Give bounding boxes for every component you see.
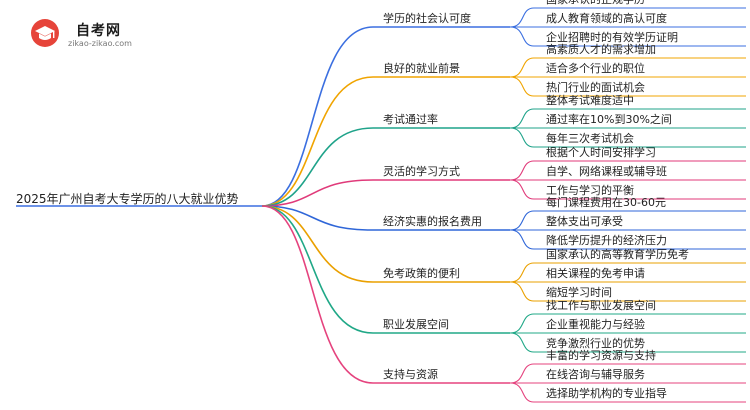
- branch-connector: [261, 205, 510, 231]
- leaf-label: 每门课程费用在30-60元: [546, 196, 666, 209]
- leaf-label: 整体考试难度适中: [546, 94, 634, 107]
- branch-label: 考试通过率: [383, 113, 438, 126]
- leaf-connector: [509, 108, 746, 129]
- leaf-label: 选择助学机构的专业指导: [546, 387, 667, 400]
- leaf-label: 热门行业的面试机会: [546, 81, 645, 94]
- leaf-connector: [509, 57, 746, 78]
- leaf-connector: [509, 229, 746, 250]
- branch-label: 支持与资源: [383, 368, 438, 381]
- leaf-label: 适合多个行业的职位: [546, 62, 645, 75]
- leaf-connector: [509, 332, 746, 353]
- branch-label: 良好的就业前景: [383, 62, 460, 75]
- leaf-connector: [509, 76, 746, 97]
- leaf-connector: [509, 382, 746, 403]
- branch-label: 经济实惠的报名费用: [383, 215, 482, 228]
- root-topic: 2025年广州自考大专学历的八大就业优势: [16, 192, 239, 206]
- branch-label: 学历的社会认可度: [383, 12, 471, 25]
- leaf-label: 丰富的学习资源与支持: [546, 349, 656, 362]
- leaf-connector: [509, 363, 746, 384]
- leaf-label: 降低学历提升的经济压力: [546, 234, 667, 247]
- leaf-label: 国家承认的高等教育学历免考: [546, 248, 689, 261]
- leaf-label: 高素质人才的需求增加: [546, 43, 656, 56]
- branch-connector: [261, 205, 510, 334]
- leaf-label: 根据个人时间安排学习: [546, 146, 656, 159]
- leaf-connector: [509, 160, 746, 181]
- branch-connector: [261, 26, 510, 207]
- leaf-label: 整体支出可承受: [546, 215, 623, 228]
- leaf-label: 竞争激烈行业的优势: [546, 337, 645, 350]
- site-logo: 自考网 zikao-zikao.com: [30, 18, 150, 52]
- branch-connector: [261, 205, 510, 384]
- branch-label: 职业发展空间: [383, 318, 449, 331]
- leaf-label: 成人教育领域的高认可度: [546, 12, 667, 25]
- leaf-label: 相关课程的免考申请: [546, 267, 645, 280]
- leaf-connector: [509, 179, 746, 200]
- leaf-label: 在线咨询与辅导服务: [546, 368, 645, 381]
- branch-label: 灵活的学习方式: [383, 165, 460, 178]
- leaf-label: 企业重视能力与经验: [546, 318, 645, 331]
- leaf-label: 国家承认的正规学历: [546, 0, 645, 7]
- leaf-connector: [509, 313, 746, 334]
- branch-label: 免考政策的便利: [383, 267, 460, 280]
- leaf-connector: [509, 210, 746, 231]
- leaf-label: 通过率在10%到30%之间: [546, 113, 672, 126]
- leaf-connector: [509, 7, 746, 28]
- logo-title: 自考网: [76, 23, 121, 39]
- leaf-label: 工作与学习的平衡: [546, 184, 634, 197]
- branch-connector: [261, 205, 510, 283]
- graduation-cap-icon: [31, 19, 59, 47]
- leaf-label: 找工作与职业发展空间: [546, 299, 656, 312]
- logo-url: zikao-zikao.com: [68, 39, 132, 48]
- leaf-label: 企业招聘时的有效学历证明: [546, 31, 678, 44]
- leaf-connector: [509, 26, 746, 47]
- leaf-connector: [509, 127, 746, 148]
- branch-connector: [261, 76, 510, 207]
- leaf-connector: [509, 262, 746, 283]
- leaf-label: 每年三次考试机会: [546, 132, 634, 145]
- leaf-label: 缩短学习时间: [546, 286, 612, 299]
- branch-connector: [261, 179, 510, 207]
- leaf-connector: [509, 281, 746, 302]
- branch-connector: [261, 127, 510, 207]
- leaf-label: 自学、网络课程或辅导班: [546, 165, 667, 178]
